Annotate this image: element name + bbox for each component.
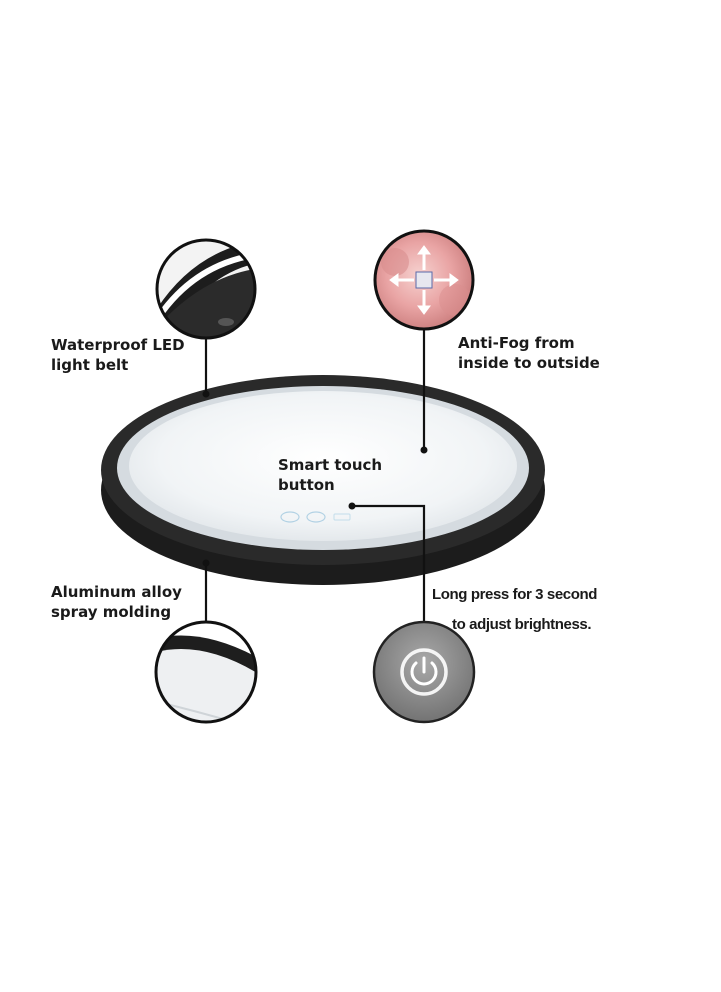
leader-dot — [202, 390, 210, 398]
callout-text: Aluminum alloy — [51, 583, 182, 601]
callout-text: Smart touch — [278, 456, 383, 474]
callout-waterproof-led: Waterproof LED light belt — [51, 335, 185, 375]
callout-long-press: Long press for 3 second to adjust bright… — [432, 580, 597, 640]
callout-text: Long press for 3 second — [432, 586, 597, 603]
antifog-arrows-icon — [381, 245, 471, 316]
touch-display-icon — [333, 513, 351, 521]
callout-aluminum-frame: Aluminum alloy spray molding — [51, 582, 182, 622]
leader-dot — [348, 502, 356, 510]
callout-text: Anti-Fog from — [458, 334, 575, 352]
callout-text: button — [278, 476, 335, 494]
leader-line-touch — [352, 504, 426, 622]
callout-text: Waterproof LED — [51, 336, 185, 354]
touch-button-icon — [306, 511, 326, 523]
leader-dots — [202, 390, 428, 567]
zoom-led-strip — [155, 238, 257, 340]
mirror-glass — [129, 391, 517, 541]
zoom-power-button — [372, 620, 476, 724]
callout-text: inside to outside — [458, 354, 600, 372]
power-icon — [400, 648, 448, 696]
callout-smart-touch: Smart touch button — [278, 455, 382, 495]
touch-buttons — [280, 511, 351, 523]
callout-text: to adjust brightness. — [452, 616, 592, 633]
callout-antifog: Anti-Fog from inside to outside — [458, 333, 600, 373]
leader-lines — [204, 329, 426, 622]
zoom-antifog — [373, 229, 475, 331]
round-mirror — [101, 375, 545, 585]
callout-text: spray molding — [51, 603, 172, 621]
touch-button-icon — [280, 511, 300, 523]
leader-dot — [202, 559, 210, 567]
callout-text: light belt — [51, 356, 129, 374]
zoom-frame-edge — [154, 620, 258, 724]
leader-dot — [420, 446, 428, 454]
